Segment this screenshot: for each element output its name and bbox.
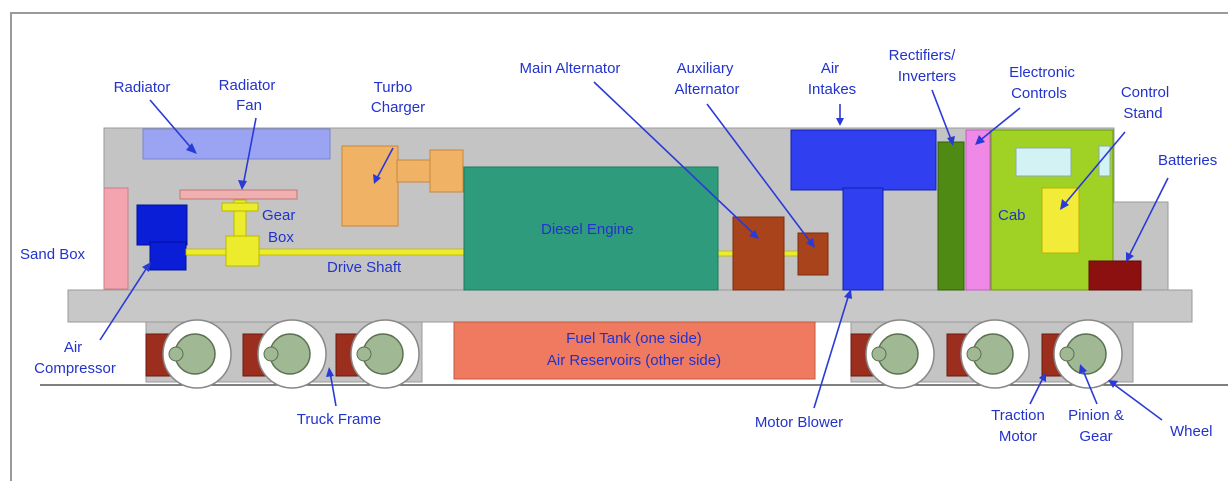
label-main-alternator: Main Alternator: [520, 60, 621, 77]
rectifiers-inverters: [937, 141, 965, 291]
arrowhead-turbo: [373, 174, 381, 184]
label-rectifiers-line2: Inverters: [898, 68, 956, 85]
pinion-front-2: [263, 346, 279, 362]
pointer-truck-frame: [329, 371, 337, 407]
label-fuel-tank-line2: Air Reservoirs (other side): [547, 352, 721, 369]
label-traction-motor-line2: Motor: [999, 428, 1037, 445]
label-aux-alternator-line2: Alternator: [674, 81, 739, 98]
pointer-air-compressor: [99, 265, 149, 341]
label-radiator: Radiator: [114, 79, 171, 96]
label-sand-box: Sand Box: [20, 246, 86, 263]
label-air-intakes-line2: Intakes: [808, 81, 856, 98]
arrowhead-air-intakes: [836, 118, 844, 126]
label-turbo-line1: Turbo: [374, 79, 413, 96]
pointer-aux-alternator: [706, 103, 813, 245]
arrowhead-electronic: [975, 135, 985, 145]
label-radiator-fan-line1: Radiator: [219, 77, 276, 94]
pointer-lines: [99, 81, 1169, 421]
pointer-electronic: [977, 107, 1021, 143]
arrowhead-truck-frame: [326, 367, 334, 377]
air-compressor-lower: [149, 241, 187, 271]
label-electronic-line1: Electronic: [1009, 64, 1075, 81]
label-pinion-line1: Pinion &: [1068, 407, 1124, 424]
arrowhead-main-alternator: [749, 230, 759, 239]
label-air-compressor-line2: Compressor: [34, 360, 116, 377]
cab-side-window: [1098, 145, 1111, 177]
arrowhead-pinion: [1079, 364, 1087, 374]
arrowhead-air-compressor: [142, 262, 151, 272]
arrowhead-batteries: [1126, 252, 1134, 262]
label-fuel-tank-line1: Fuel Tank (one side): [566, 330, 702, 347]
label-air-compressor-line1: Air: [64, 339, 82, 356]
labels: Radiator Radiator Fan Turbo Charger Main…: [20, 47, 1217, 445]
turbo-compressor: [429, 149, 464, 193]
arrowhead-radiator-fan: [238, 180, 247, 190]
rear-truck-wheelsets: [850, 319, 1123, 389]
pointer-pinion: [1081, 367, 1098, 405]
pointer-rectifiers: [931, 89, 953, 143]
electronic-controls: [965, 129, 991, 291]
pinion-rear-3: [1059, 346, 1075, 362]
arrowhead-radiator: [186, 143, 197, 154]
label-pinion-line2: Gear: [1079, 428, 1112, 445]
label-drive-shaft: Drive Shaft: [327, 259, 402, 276]
main-alternator: [732, 216, 785, 291]
pointer-traction-motor: [1029, 375, 1045, 405]
label-turbo-line2: Charger: [371, 99, 425, 116]
sand-box: [103, 187, 129, 290]
label-aux-alternator-line1: Auxiliary: [677, 60, 734, 77]
gear-box: [225, 235, 260, 267]
fuel-tank: [453, 321, 816, 380]
arrowhead-rectifiers: [947, 136, 955, 146]
underframe-deck: [67, 289, 1193, 323]
air-compressor-upper: [136, 204, 188, 246]
turbo-duct: [396, 159, 432, 183]
label-gear-box-line1: Gear: [262, 207, 295, 224]
label-rectifiers-line1: Rectifiers/: [889, 47, 957, 64]
pinion-rear-1: [871, 346, 887, 362]
label-gear-box-line2: Box: [268, 229, 294, 246]
arrowhead-traction-motor: [1039, 372, 1046, 382]
pointer-batteries: [1127, 177, 1169, 259]
pinion-rear-2: [966, 346, 982, 362]
arrowhead-motor-blower: [844, 289, 852, 299]
control-stand: [1041, 187, 1080, 254]
pointer-turbo: [375, 147, 394, 181]
label-radiator-fan-line2: Fan: [236, 97, 262, 114]
batteries: [1088, 260, 1142, 291]
label-wheel: Wheel: [1170, 423, 1213, 440]
label-batteries: Batteries: [1158, 152, 1217, 169]
pinion-front-3: [356, 346, 372, 362]
pointer-wheel: [1111, 382, 1163, 421]
pointer-main-alternator: [593, 81, 757, 237]
label-electronic-line2: Controls: [1011, 85, 1067, 102]
pinion-front-1: [168, 346, 184, 362]
arrowhead-aux-alternator: [806, 238, 815, 248]
label-motor-blower: Motor Blower: [755, 414, 843, 431]
diesel-engine: [463, 166, 719, 291]
label-control-stand-line1: Control: [1121, 84, 1169, 101]
label-air-intakes-line1: Air: [821, 60, 839, 77]
label-diesel-engine: Diesel Engine: [541, 221, 634, 238]
label-truck-frame: Truck Frame: [297, 411, 381, 428]
turbo-charger: [341, 145, 399, 227]
radiator: [142, 128, 331, 160]
label-cab: Cab: [998, 207, 1026, 224]
pointer-radiator-fan: [242, 117, 257, 187]
pointer-radiator: [149, 99, 194, 151]
motor-blower: [842, 187, 884, 291]
label-control-stand-line2: Stand: [1123, 105, 1162, 122]
radiator-fan: [179, 189, 298, 200]
cab-window: [1015, 147, 1072, 177]
label-traction-motor-line1: Traction: [991, 407, 1045, 424]
arrowhead-wheel: [1108, 380, 1118, 388]
gear-box-top: [221, 202, 259, 212]
air-intakes: [790, 129, 937, 191]
front-truck-wheelsets: [145, 319, 420, 389]
arrowhead-control-stand: [1060, 199, 1069, 210]
pointer-motor-blower: [813, 293, 850, 409]
pointer-control-stand: [1062, 131, 1126, 207]
